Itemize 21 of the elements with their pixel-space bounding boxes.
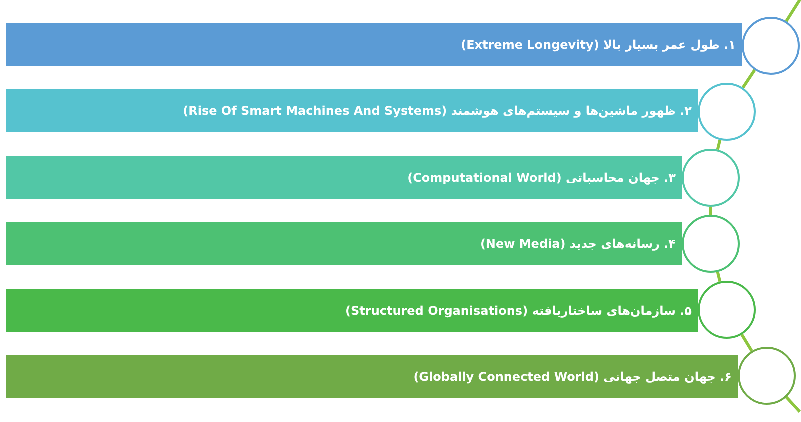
banner-bar [6, 156, 682, 199]
empty-circle [742, 17, 800, 75]
banner-text: ۳. جهان محاسباتی (Computational World) [408, 170, 676, 184]
empty-circle [738, 347, 796, 405]
connector-line [740, 334, 754, 352]
banner-bar [6, 355, 738, 398]
banner-text: ۶. جهان متصل جهانی (Globally Connected World) [414, 370, 732, 384]
banner-text: ۱. طول عمر بسیار بالا (Extreme Longevity) [461, 38, 736, 52]
connector-line [786, 396, 801, 414]
banner-bar [6, 23, 742, 66]
banner-bar [6, 89, 698, 132]
connector-line [716, 272, 722, 282]
banner-text: ۵. سازمان‌های ساختاریافته (Structured Organisations) [346, 304, 692, 318]
banner-bar [6, 222, 682, 265]
banner-text: ۴. رسانه‌های جدید (New Media) [480, 236, 676, 250]
connector-line [742, 69, 756, 89]
connector-line [785, 0, 801, 22]
banner-text: ۲. ظهور ماشین‌ها و سیستم‌های هوشمند (Rise Of Smart Machines And Systems) [183, 104, 692, 118]
connector-line [710, 207, 712, 215]
banner-bar [6, 289, 698, 332]
connector-line [716, 140, 722, 150]
